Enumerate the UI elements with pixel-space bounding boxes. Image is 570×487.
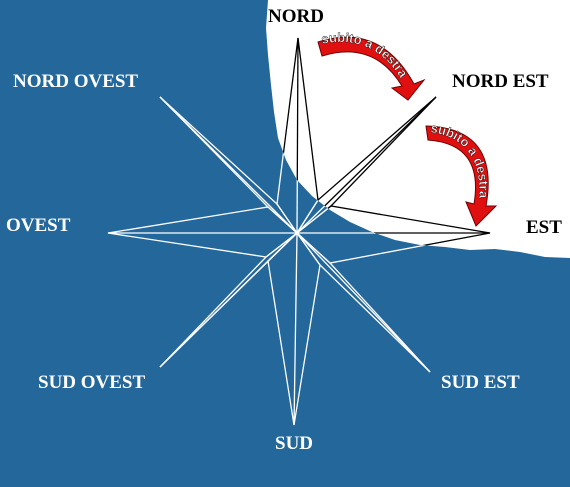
label-south-east: SUD EST bbox=[441, 372, 520, 393]
star-point-west bbox=[107, 206, 299, 258]
label-south-west: SUD OVEST bbox=[38, 372, 146, 393]
label-north: NORD bbox=[268, 6, 324, 27]
label-west: OVEST bbox=[6, 215, 71, 236]
label-north-west: NORD OVEST bbox=[13, 71, 139, 92]
label-south: SUD bbox=[275, 433, 314, 454]
star-spoke-south-west bbox=[159, 232, 298, 368]
star-spoke-south-east bbox=[296, 232, 431, 373]
label-east: EST bbox=[526, 217, 562, 238]
star-point-west-highlighted bbox=[266, 206, 299, 258]
highlight-region bbox=[266, 0, 570, 258]
label-north-east: NORD EST bbox=[452, 71, 549, 92]
star-spoke-south bbox=[293, 232, 298, 426]
star-spoke-north-west bbox=[159, 96, 298, 234]
